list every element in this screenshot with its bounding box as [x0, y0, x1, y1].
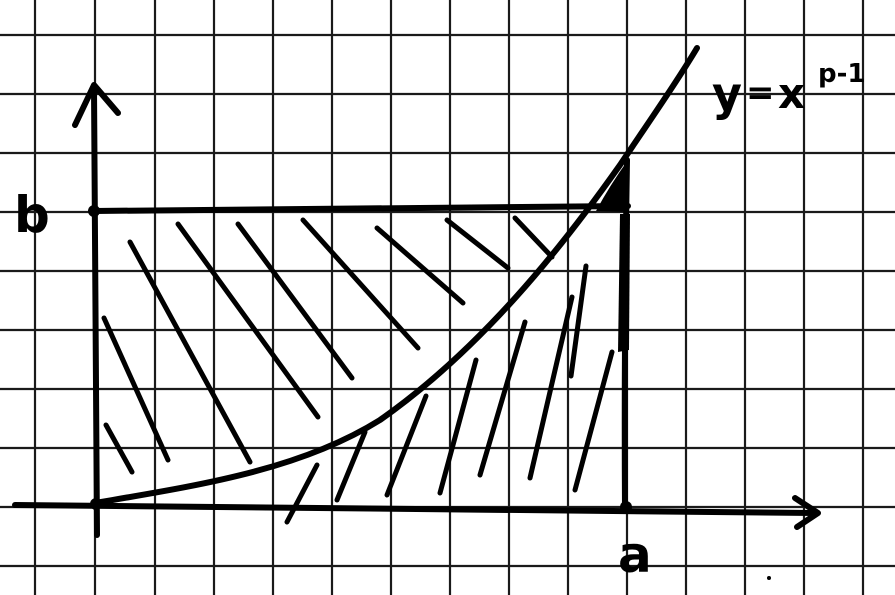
- ink-strokes: [12, 45, 821, 538]
- label-curve-x: x: [778, 69, 805, 118]
- hatching-lower-region: [284, 263, 615, 525]
- point-b-marker: [88, 205, 100, 217]
- stray-dot: [767, 576, 771, 580]
- y-axis: [91, 85, 100, 538]
- filled-edge-strip: [618, 214, 630, 352]
- point-a-marker: [620, 501, 632, 513]
- y-axis-arrowhead: [72, 82, 121, 128]
- filled-corner-region: [596, 160, 628, 212]
- label-curve-y: y: [712, 67, 742, 121]
- label-curve-equals: =: [746, 73, 775, 113]
- origin-marker: [90, 498, 102, 510]
- label-curve-exponent: p-1: [818, 59, 866, 89]
- label-a: a: [618, 526, 652, 584]
- curve-equation-label: y = x p-1: [712, 59, 866, 121]
- label-b: b: [14, 186, 50, 244]
- hatching-upper-region: [101, 215, 555, 475]
- x-axis-arrowhead: [792, 495, 821, 530]
- curve-y-equals-x-pow: [92, 45, 700, 506]
- line-y-equals-b: [91, 203, 631, 214]
